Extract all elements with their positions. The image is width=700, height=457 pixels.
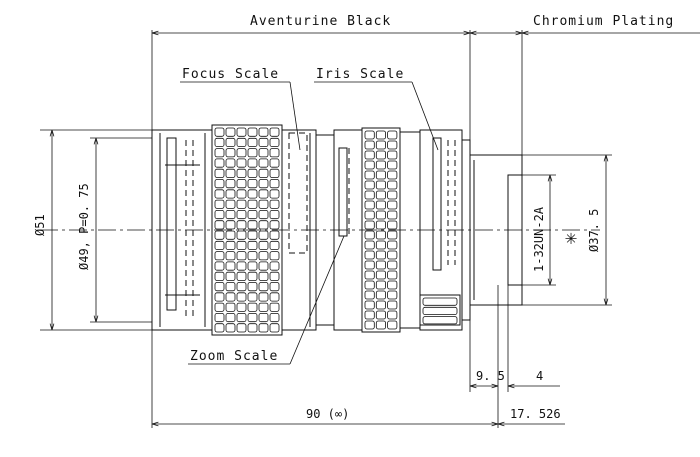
zoom-ring-knurl: [364, 130, 398, 330]
zoom-scale-label: Zoom Scale: [190, 349, 278, 364]
mount-length-label: 9. 5: [476, 369, 505, 383]
right-mount-dimensions: [522, 154, 612, 306]
thread-length-label: 4: [536, 369, 543, 383]
iris-scale-label: Iris Scale: [316, 67, 404, 82]
iris-knob-knurl: [422, 297, 458, 325]
left-diameter-dimensions: [40, 129, 152, 331]
filter-thread-label: Ø49, P=0. 75: [77, 183, 91, 270]
outer-diameter-label: Ø51: [33, 214, 47, 236]
finish-dimension-lines: [151, 30, 700, 175]
total-length-label: 90 (∞): [306, 407, 349, 421]
mount-thread-label: 1-32UN-2A: [532, 206, 546, 272]
finish-main-label: Aventurine Black: [250, 14, 391, 29]
finish-mount-label: Chromium Plating: [533, 14, 674, 29]
flange-offset-label: 17. 526: [510, 407, 561, 421]
callout-leaders: [180, 81, 439, 365]
asterisk-mark: ✳: [565, 225, 577, 249]
focus-ring-knurl: [214, 127, 280, 333]
mount-diameter-label: Ø37. 5: [587, 209, 601, 252]
bottom-dimension-lines: [151, 285, 565, 428]
focus-scale-label: Focus Scale: [182, 67, 279, 82]
